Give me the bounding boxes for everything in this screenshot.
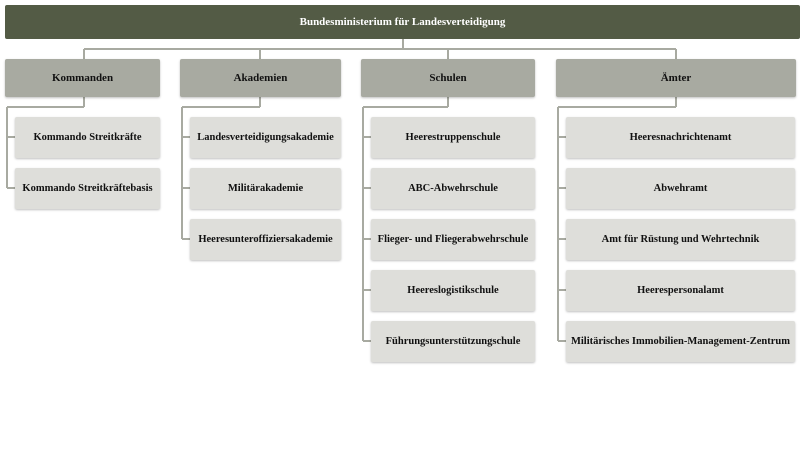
item-abc-abwehrschule: ABC-Abwehrschule bbox=[371, 168, 535, 209]
category-aemter: Ämter bbox=[556, 59, 796, 97]
item-heerestruppenschule: Heerestruppenschule bbox=[371, 117, 535, 158]
item-heerespersonalamt: Heerespersonalamt bbox=[566, 270, 795, 311]
root-node: Bundesministerium für Landesverteidigung bbox=[5, 5, 800, 39]
item-amt-fuer-ruestung-und-wehrtechnik: Amt für Rüstung und Wehrtechnik bbox=[566, 219, 795, 260]
category-schulen: Schulen bbox=[361, 59, 535, 97]
item-abwehramt: Abwehramt bbox=[566, 168, 795, 209]
item-heereslogistikschule: Heereslogistikschule bbox=[371, 270, 535, 311]
item-landesverteidigungsakademie: Landesverteidigungsakademie bbox=[190, 117, 341, 158]
item-heeresunteroffiziersakademie: Heeresunteroffiziersakademie bbox=[190, 219, 341, 260]
item-heeresnachrichtenamt: Heeresnachrichtenamt bbox=[566, 117, 795, 158]
item-flieger-und-fliegerabwehrschule: Flieger- und Fliegerabwehrschule bbox=[371, 219, 535, 260]
category-kommanden: Kommanden bbox=[5, 59, 160, 97]
item-militaerakademie: Militärakademie bbox=[190, 168, 341, 209]
item-militaerisches-immobilien-management-zentrum: Militärisches Immobilien-Management-Zent… bbox=[566, 321, 795, 362]
category-akademien: Akademien bbox=[180, 59, 341, 97]
item-fuehrungsunterstuetzungschule: Führungsunterstützungschule bbox=[371, 321, 535, 362]
item-kommando-streitkraefte: Kommando Streitkräfte bbox=[15, 117, 160, 158]
item-kommando-streitkraeftebasis: Kommando Streitkräftebasis bbox=[15, 168, 160, 209]
